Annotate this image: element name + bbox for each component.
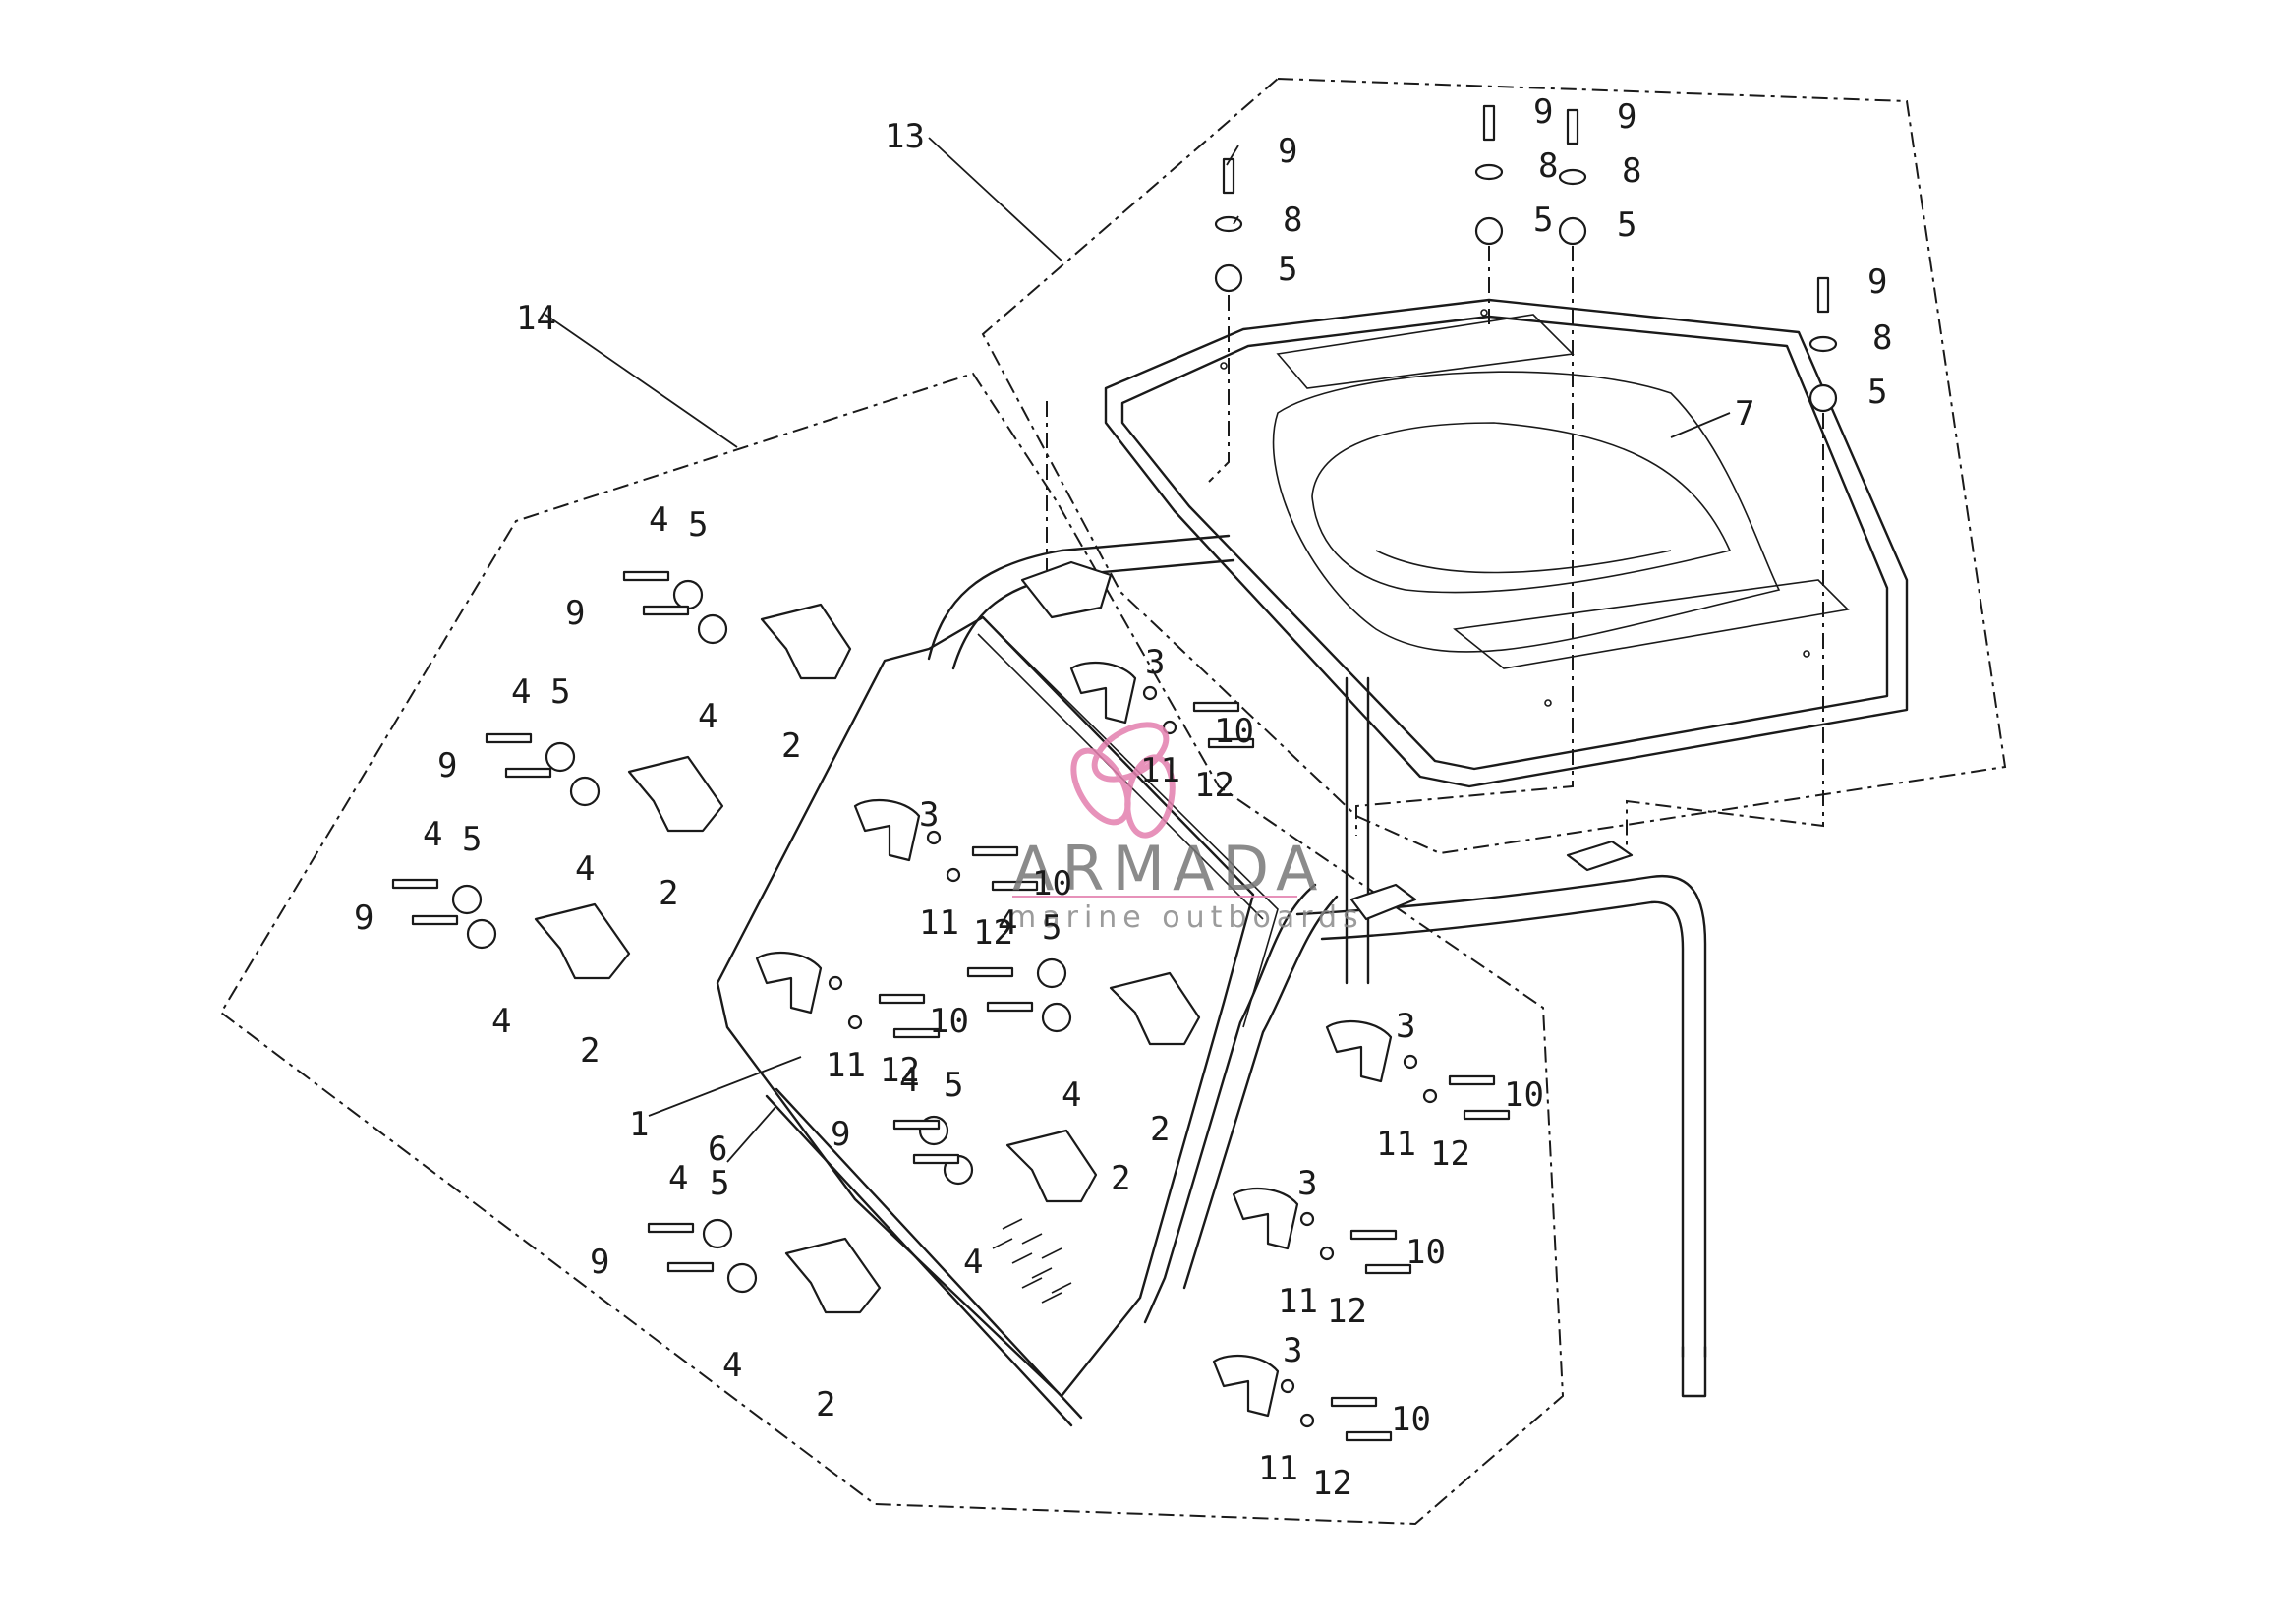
callout-label: 2 bbox=[580, 1031, 600, 1071]
callout-label: 12 bbox=[973, 913, 1013, 953]
callout-label: 3 bbox=[1145, 643, 1165, 682]
callout-label: 9 bbox=[437, 746, 457, 785]
hood-cover bbox=[1104, 298, 1909, 788]
watermark-title: ARMADA bbox=[1012, 833, 1325, 904]
callout-label: 12 bbox=[880, 1051, 920, 1090]
callout-label: 4 bbox=[698, 697, 718, 736]
callout-label: 5 bbox=[1278, 250, 1297, 289]
callout-label: 10 bbox=[1032, 864, 1072, 903]
callout-label: 12 bbox=[1312, 1464, 1352, 1503]
callout-label: 10 bbox=[1406, 1233, 1446, 1272]
assembly-guides bbox=[1046, 246, 1824, 845]
callout-label: 9 bbox=[565, 594, 585, 633]
callout-label: 4 bbox=[511, 672, 531, 712]
callout-labels: 13 14 9 8 5 9 9 8 8 5 5 9 8 5 7 4 5 9 4 … bbox=[354, 92, 1892, 1503]
callout-label: 3 bbox=[1297, 1164, 1317, 1203]
callout-label: 3 bbox=[919, 795, 939, 835]
callout-label: 9 bbox=[1617, 97, 1636, 137]
callout-label: 5 bbox=[462, 820, 482, 859]
callout-label: 8 bbox=[1283, 201, 1302, 240]
callout-label: 4 bbox=[649, 500, 668, 540]
callout-label: 7 bbox=[1735, 394, 1754, 434]
callout-label: 11 bbox=[826, 1046, 866, 1085]
callout-label: 5 bbox=[1617, 205, 1636, 245]
callout-label: 5 bbox=[1533, 201, 1553, 240]
callout-label: 6 bbox=[708, 1130, 727, 1169]
propeller-logo-icon bbox=[1070, 722, 1176, 839]
callout-label: 11 bbox=[1140, 751, 1180, 790]
callout-label: 5 bbox=[688, 505, 708, 545]
assembly-boundary-13 bbox=[981, 77, 2007, 855]
callout-label: 4 bbox=[899, 1061, 919, 1100]
assembly-boundary-14 bbox=[219, 372, 1565, 1526]
callout-label: 3 bbox=[1283, 1331, 1302, 1370]
callout-label: 4 bbox=[722, 1346, 742, 1385]
callout-label: 5 bbox=[550, 672, 570, 712]
callout-label: 8 bbox=[1538, 146, 1558, 186]
callout-label: 2 bbox=[816, 1385, 835, 1424]
callout-label: 4 bbox=[668, 1159, 688, 1198]
callout-label: 2 bbox=[1150, 1110, 1170, 1149]
callout-label: 5 bbox=[1867, 373, 1887, 412]
tube-frame bbox=[927, 534, 1707, 1398]
callout-label: 4 bbox=[491, 1002, 511, 1041]
callout-label: 9 bbox=[354, 899, 373, 938]
callout-label: 11 bbox=[1376, 1125, 1416, 1164]
callout-label: 10 bbox=[1504, 1075, 1544, 1115]
callout-label: 4 bbox=[1062, 1075, 1081, 1115]
callout-label: 9 bbox=[590, 1243, 609, 1282]
watermark-subtitle: marine outboards bbox=[1007, 900, 1364, 935]
callout-label: 13 bbox=[885, 117, 925, 156]
callout-label: 10 bbox=[1391, 1400, 1431, 1439]
callout-label: 12 bbox=[1194, 766, 1234, 805]
vent-slots bbox=[992, 1218, 1072, 1304]
leader-lines bbox=[545, 137, 1731, 1163]
callout-label: 10 bbox=[929, 1002, 969, 1041]
callout-label: 12 bbox=[1430, 1134, 1470, 1174]
callout-label: 5 bbox=[944, 1066, 963, 1105]
callout-label: 1 bbox=[629, 1105, 649, 1144]
callout-label: 4 bbox=[575, 849, 595, 889]
edge-strip bbox=[765, 1087, 1083, 1427]
callout-label: 2 bbox=[659, 874, 678, 913]
callout-label: 8 bbox=[1872, 319, 1892, 358]
armada-watermark: ARMADA marine outboards bbox=[1007, 722, 1364, 935]
callout-label: 11 bbox=[919, 903, 959, 943]
callout-label: 14 bbox=[516, 299, 556, 338]
callout-label: 9 bbox=[1533, 92, 1553, 132]
callout-label: 2 bbox=[1111, 1159, 1130, 1198]
callout-label: 11 bbox=[1278, 1282, 1318, 1321]
callout-label: 9 bbox=[831, 1115, 850, 1154]
callout-label: 4 bbox=[998, 903, 1017, 943]
callout-label: 9 bbox=[1867, 262, 1887, 302]
callout-label: 4 bbox=[423, 815, 442, 854]
callout-label: 5 bbox=[1042, 908, 1062, 948]
callout-label: 12 bbox=[1327, 1292, 1367, 1331]
callout-label: 9 bbox=[1278, 132, 1297, 171]
callout-label: 4 bbox=[963, 1243, 983, 1282]
callout-label: 11 bbox=[1258, 1449, 1298, 1488]
callout-label: 2 bbox=[781, 726, 801, 766]
callout-label: 3 bbox=[1396, 1007, 1415, 1046]
callout-label: 5 bbox=[710, 1164, 729, 1203]
callout-label: 8 bbox=[1622, 151, 1641, 191]
callout-label: 10 bbox=[1214, 712, 1254, 751]
hardware bbox=[391, 104, 1838, 1442]
